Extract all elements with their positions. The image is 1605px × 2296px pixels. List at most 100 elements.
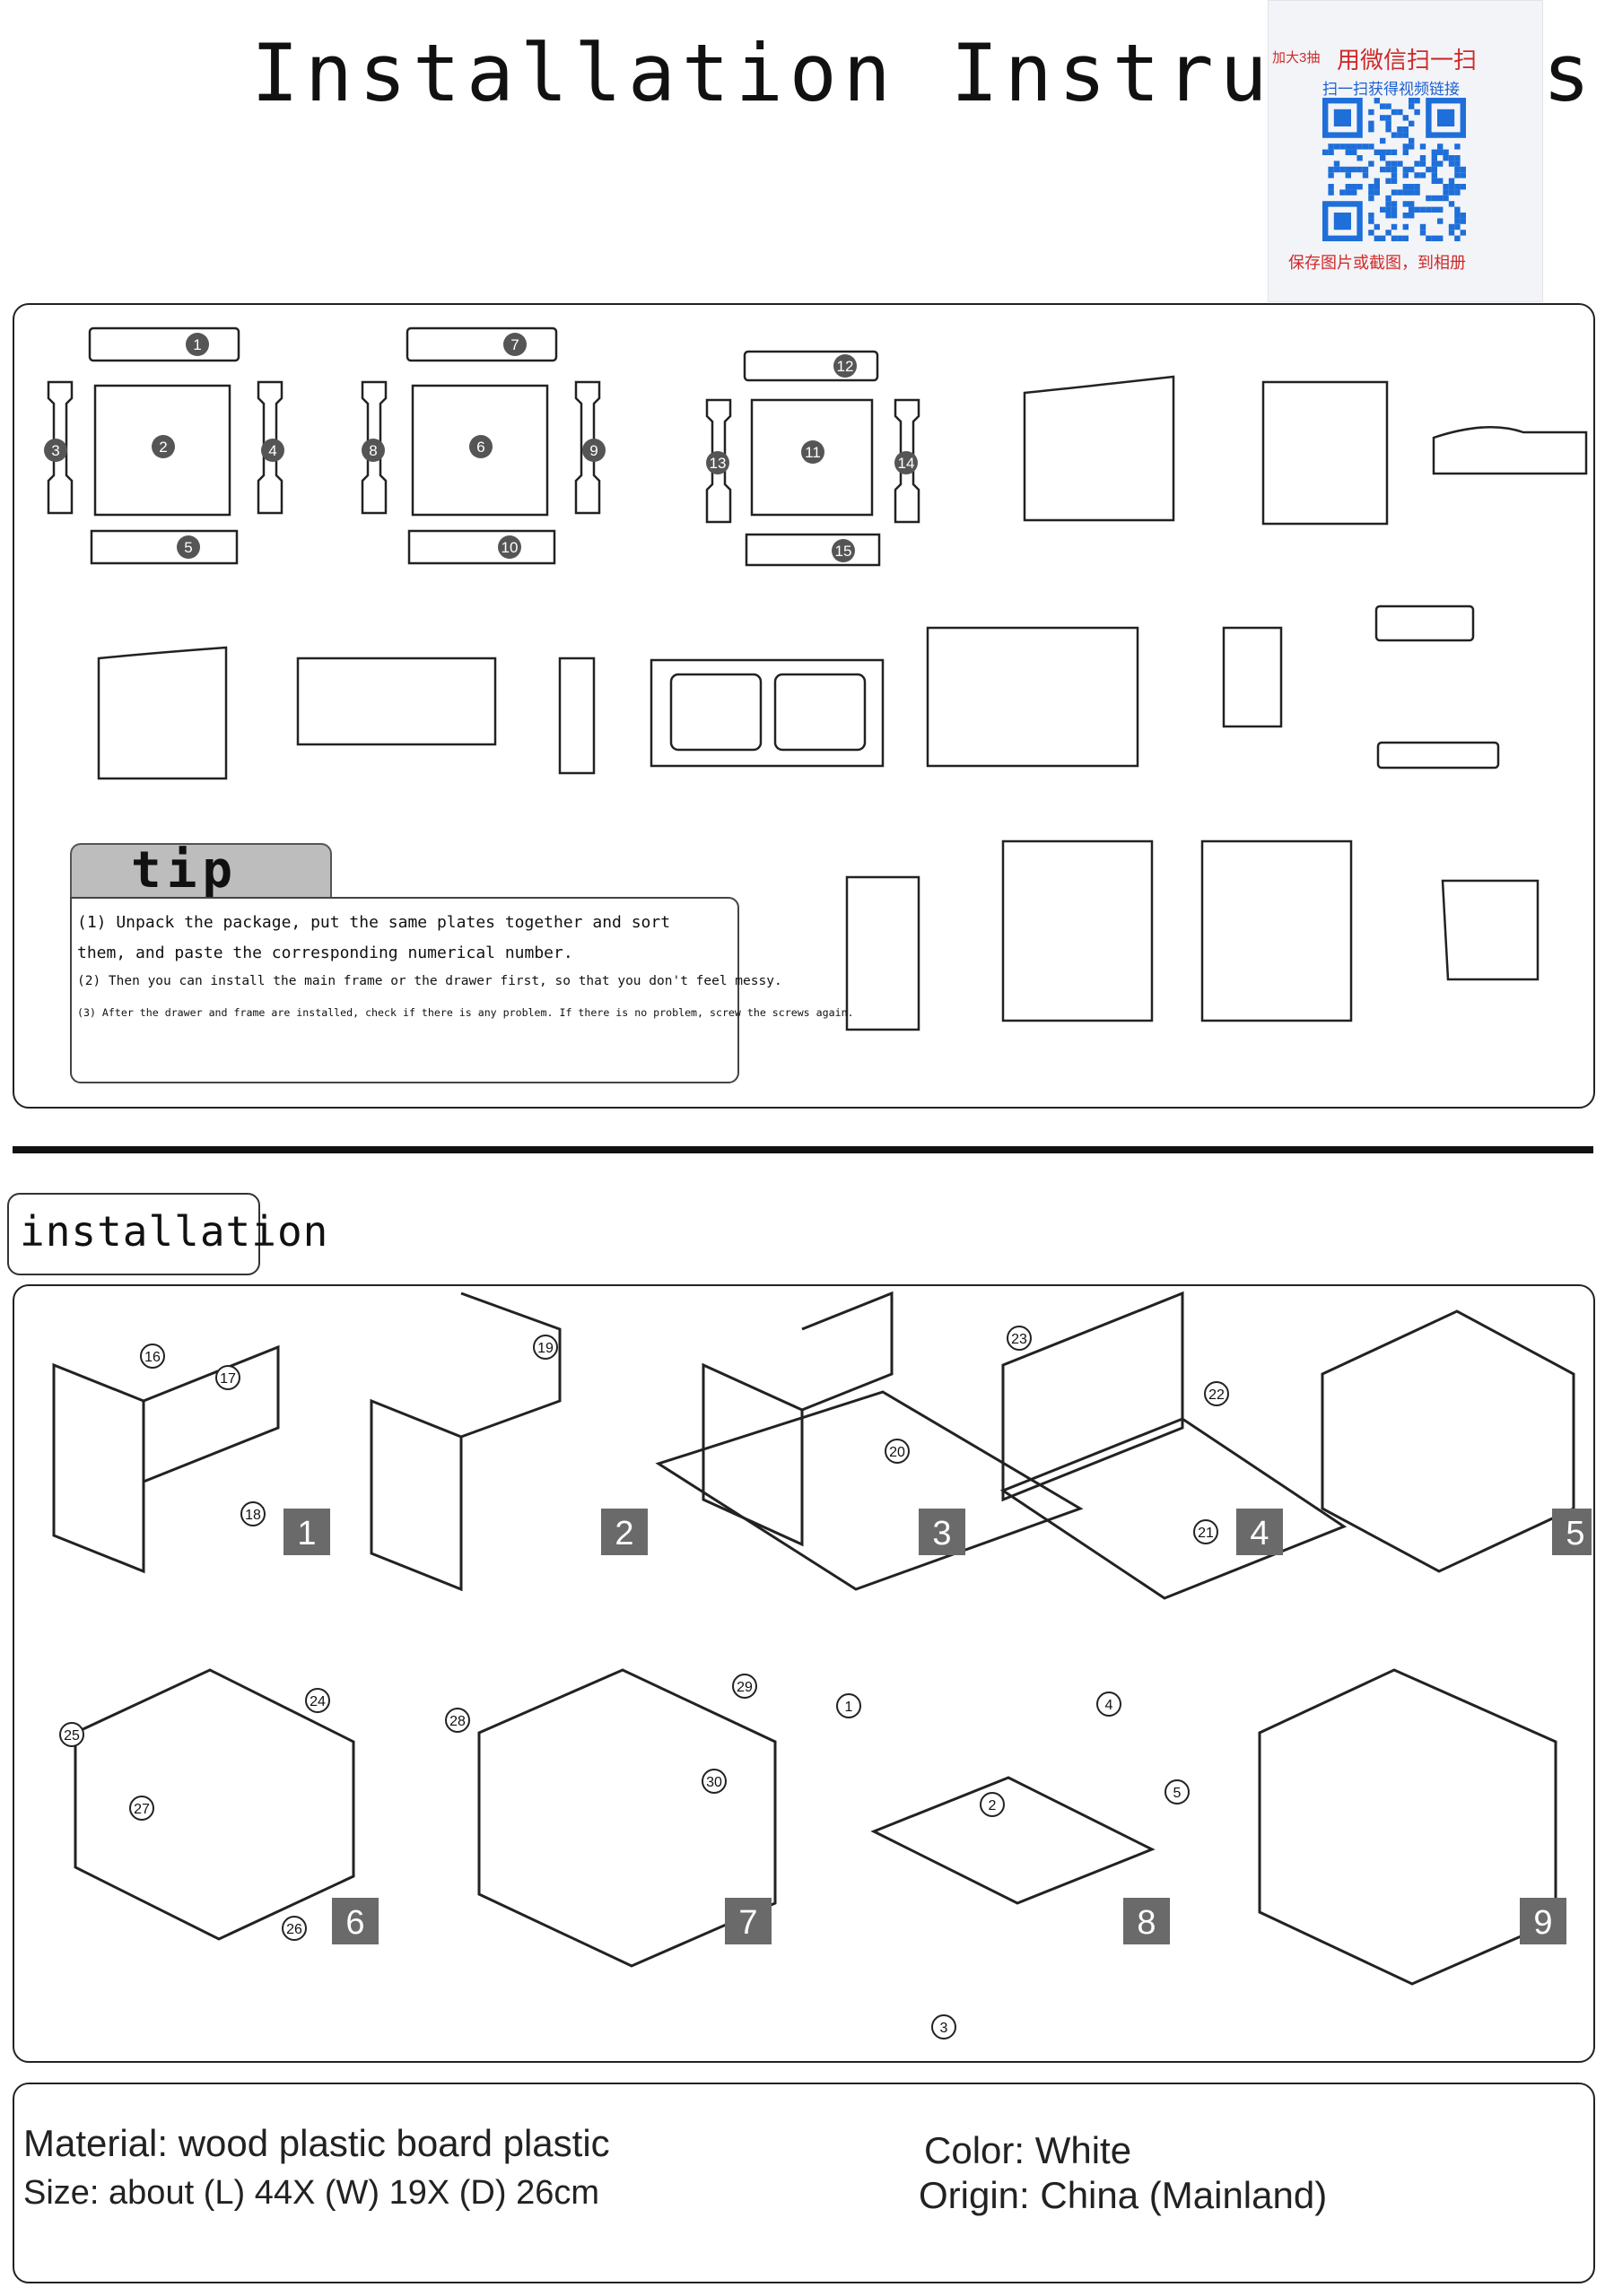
svg-text:1: 1 <box>845 1700 853 1715</box>
part-number-3: 3 <box>44 439 67 462</box>
step-6-drawing <box>74 1668 355 1941</box>
svg-text:17: 17 <box>220 1371 236 1387</box>
svg-text:9: 9 <box>1533 1904 1552 1942</box>
qr-code-icon[interactable] <box>1322 98 1466 241</box>
svg-text:16: 16 <box>144 1350 161 1365</box>
svg-text:6: 6 <box>476 439 484 456</box>
svg-text:21: 21 <box>1198 1526 1214 1541</box>
part-14-plate <box>894 398 920 524</box>
svg-text:1: 1 <box>297 1515 316 1552</box>
svg-text:2: 2 <box>989 1798 997 1813</box>
callout-18: 18 <box>240 1501 266 1526</box>
step-7-drawing <box>477 1668 777 1968</box>
narrow-divider-plate <box>558 657 596 775</box>
color-text: Color: White <box>924 2129 1132 2171</box>
svg-text:2: 2 <box>159 439 167 456</box>
top-tray-plate <box>1374 604 1475 642</box>
step-badge-7: 7 <box>725 1898 772 1944</box>
step-badge-1: 1 <box>283 1509 330 1555</box>
svg-text:1: 1 <box>193 336 201 353</box>
step-9-drawing <box>1258 1668 1557 1986</box>
svg-text:24: 24 <box>310 1694 326 1709</box>
steps-panel <box>13 1284 1595 2063</box>
callout-25: 25 <box>59 1722 84 1747</box>
svg-text:6: 6 <box>345 1904 364 1942</box>
tip-label: tip <box>131 841 239 900</box>
callout-27: 27 <box>129 1796 154 1821</box>
step-badge-2: 2 <box>601 1509 648 1555</box>
qr-caption-small: 加大3抽 <box>1272 50 1321 65</box>
step-badge-5: 5 <box>1552 1509 1592 1555</box>
step-1-drawing <box>52 1362 145 1574</box>
svg-text:3: 3 <box>51 442 59 459</box>
drawer-front-plate <box>1376 741 1500 770</box>
back-panel-plate <box>1261 380 1389 526</box>
step-5-drawing <box>1321 1309 1575 1573</box>
step-2-drawing <box>370 1398 463 1592</box>
small-upright-plate <box>1222 626 1283 728</box>
svg-text:5: 5 <box>184 539 192 556</box>
step-badge-6: 6 <box>332 1898 379 1944</box>
svg-text:2: 2 <box>615 1515 633 1552</box>
left-side-plate <box>97 646 228 780</box>
part-2-plate <box>93 384 231 517</box>
part-number-10: 10 <box>498 535 521 559</box>
part-number-14: 14 <box>894 451 918 474</box>
step-badge-8: 8 <box>1123 1898 1170 1944</box>
curved-front-plate <box>1432 426 1588 475</box>
svg-text:10: 10 <box>502 539 519 556</box>
part-7-plate <box>406 326 558 362</box>
svg-text:18: 18 <box>245 1508 261 1523</box>
part-12-plate <box>743 350 879 382</box>
svg-text:19: 19 <box>537 1341 554 1356</box>
part-number-1: 1 <box>186 333 209 356</box>
part-6-plate <box>411 384 549 517</box>
part-number-11: 11 <box>801 440 824 464</box>
callout-24: 24 <box>305 1688 330 1713</box>
spec-panel <box>13 2083 1595 2283</box>
left-carved-plate <box>1001 839 1154 1022</box>
callout-3: 3 <box>931 2014 956 2039</box>
svg-text:13: 13 <box>710 455 727 472</box>
callout-16: 16 <box>140 1344 165 1369</box>
callout-22: 22 <box>1204 1381 1229 1406</box>
callout-30: 30 <box>702 1769 727 1794</box>
svg-text:14: 14 <box>898 455 915 472</box>
svg-text:7: 7 <box>510 336 519 353</box>
callout-19: 19 <box>533 1335 558 1360</box>
callout-2: 2 <box>980 1792 1005 1817</box>
tip-box: (1) Unpack the package, put the same pla… <box>70 897 854 1083</box>
part-4-plate <box>257 380 283 515</box>
callout-1: 1 <box>836 1693 861 1718</box>
part-15-plate <box>745 533 881 567</box>
installation-tab: installation <box>7 1193 327 1275</box>
part-number-2: 2 <box>152 435 175 458</box>
svg-text:7: 7 <box>738 1904 757 1942</box>
qr-caption-sub: 扫一扫获得视频链接 <box>1322 81 1460 98</box>
slotted-shelf-plate <box>296 657 497 746</box>
svg-text:3: 3 <box>940 2021 948 2036</box>
base-frame-plate <box>926 626 1139 768</box>
part-5-plate <box>90 529 239 565</box>
installation-label: installation <box>20 1207 329 1256</box>
svg-text:28: 28 <box>449 1714 466 1729</box>
callout-20: 20 <box>885 1439 910 1464</box>
callout-29: 29 <box>732 1674 757 1699</box>
part-8-plate <box>361 380 388 515</box>
part-number-13: 13 <box>706 451 729 474</box>
svg-text:29: 29 <box>737 1680 753 1695</box>
step-badge-3: 3 <box>919 1509 965 1555</box>
step-3-drawing <box>702 1362 804 1547</box>
part-number-12: 12 <box>833 354 857 378</box>
callout-28: 28 <box>445 1708 470 1733</box>
part-9-plate <box>574 380 601 515</box>
svg-text:27: 27 <box>134 1802 150 1817</box>
svg-text:23: 23 <box>1011 1332 1027 1347</box>
tip-line-4: (3) After the drawer and frame are insta… <box>77 1006 854 1019</box>
svg-text:4: 4 <box>1250 1515 1269 1552</box>
step-4-drawing <box>1001 1291 1184 1502</box>
size-text: Size: about (L) 44X (W) 19X (D) 26cm <box>23 2174 599 2212</box>
part-10-plate <box>407 529 556 565</box>
